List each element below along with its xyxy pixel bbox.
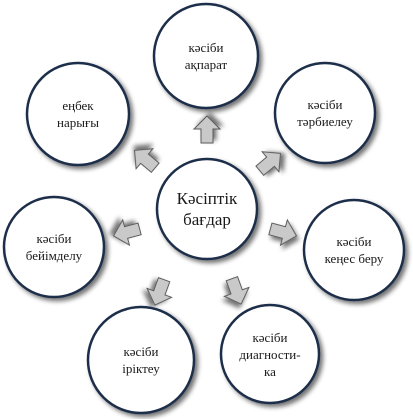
node-circle-kenes xyxy=(302,198,406,302)
node-label-akparat: кәсіби ақпарат xyxy=(161,8,251,104)
node-circle-narygy xyxy=(25,61,131,167)
node-label-kenes-line-0: кәсіби xyxy=(336,234,372,249)
arrows-group xyxy=(112,115,298,306)
node-label-beiimdelu-line-1: бейімделу xyxy=(25,248,83,263)
node-label-tarbieleu: кәсіби тәрбиелеу xyxy=(282,67,368,159)
node-label-diagnostika-line-2: ка xyxy=(264,363,276,379)
node-circle-diagnostika xyxy=(219,303,321,405)
center-label-line-1: бағдар xyxy=(183,210,231,229)
node-label-kenes-line-1: кеңес беру xyxy=(324,251,384,266)
node-label-beiimdelu-line-0: кәсіби xyxy=(36,231,72,246)
node-circle-beiimdelu xyxy=(2,195,106,299)
node-label-akparat-line-1: ақпарат xyxy=(184,57,228,72)
node-label-diagnostika-line-0: кәсіби xyxy=(252,329,288,345)
arrow-beiimdelu xyxy=(112,218,142,247)
node-label-narygy-line-0: еңбек xyxy=(62,98,94,113)
node-circle-iriktey xyxy=(86,305,196,415)
arrow-akparat xyxy=(192,115,222,144)
node-label-iriktey: кәсіби іріктеу xyxy=(95,311,187,409)
node-label-iriktey-line-0: кәсіби xyxy=(123,344,159,359)
node-label-iriktey-line-1: іріктеу xyxy=(122,361,160,376)
arrow-diagnostika xyxy=(223,276,250,305)
node-label-akparat-line-0: кәсіби xyxy=(188,40,224,55)
node-circle-tarbieleu xyxy=(273,61,377,165)
node-circle-akparat xyxy=(152,2,260,110)
node-label-tarbieleu-line-0: кәсіби xyxy=(307,97,343,112)
arrow-narygy xyxy=(133,148,160,174)
arrow-kenes xyxy=(268,218,298,247)
node-label-tarbieleu-line-1: тәрбиелеу xyxy=(297,114,353,129)
node-label-narygy: еңбек нарығы xyxy=(34,67,122,161)
circles-group xyxy=(2,2,406,415)
node-label-diagnostika-line-1: диагности- xyxy=(239,346,301,362)
arrow-iriktey xyxy=(146,277,173,306)
node-label-narygy-line-1: нарығы xyxy=(56,115,100,130)
node-label-kenes: кәсіби кеңес беру xyxy=(311,204,397,296)
center-label-line-0: Кәсіптік xyxy=(176,189,238,208)
arrow-tarbieleu xyxy=(255,151,282,177)
node-label-beiimdelu: кәсіби бейімделу xyxy=(11,201,97,293)
center-label: Кәсіптік бағдар xyxy=(164,163,250,255)
center-circle xyxy=(155,157,259,261)
